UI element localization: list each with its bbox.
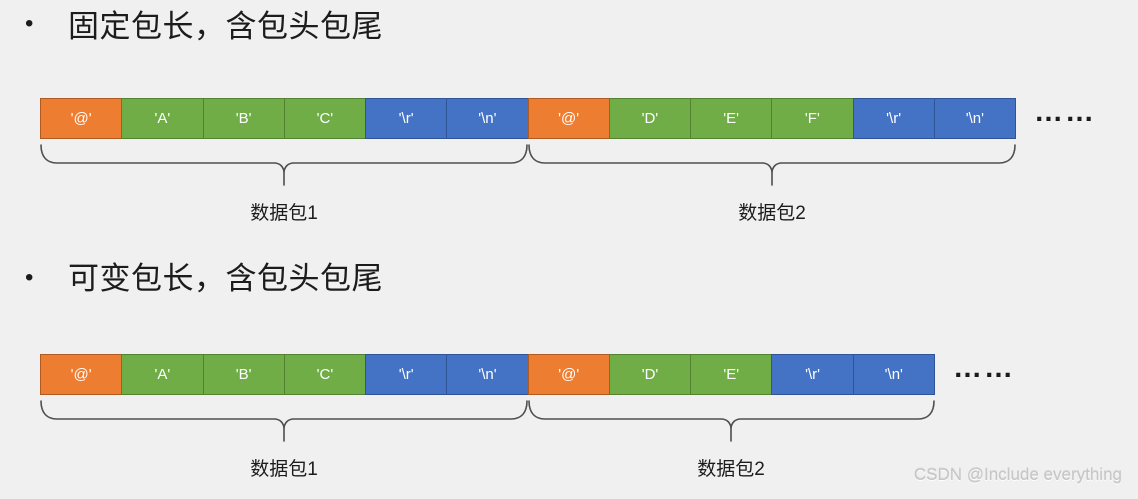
byte-stream-row-variable: '@''A''B''C''\r''\n''@''D''E''\r''\n' bbox=[40, 354, 935, 395]
packet-byte-cell: '@' bbox=[527, 354, 610, 395]
byte-stream-row-fixed: '@''A''B''C''\r''\n''@''D''E''F''\r''\n' bbox=[40, 98, 1016, 139]
packet-byte-cell: 'C' bbox=[283, 98, 366, 139]
packet-byte-cell: '\r' bbox=[365, 98, 448, 139]
packet1-brace bbox=[40, 144, 528, 186]
section-title-fixed: 固定包长，含包头包尾 bbox=[68, 9, 383, 44]
packet-byte-cell: '@' bbox=[527, 98, 610, 139]
continuation-ellipsis: …… bbox=[953, 352, 1015, 384]
packet2-brace bbox=[528, 400, 935, 442]
packet-byte-cell: '\n' bbox=[933, 98, 1016, 139]
packet2-brace bbox=[528, 144, 1016, 186]
packet-byte-cell: '@' bbox=[40, 354, 123, 395]
packet-byte-cell: 'C' bbox=[283, 354, 367, 395]
packet2-label: 数据包2 bbox=[697, 459, 765, 480]
packet1-label: 数据包1 bbox=[250, 459, 318, 480]
packet-byte-cell: 'F' bbox=[771, 98, 854, 139]
packet-byte-cell: 'A' bbox=[121, 98, 204, 139]
packet-byte-cell: '\n' bbox=[852, 354, 935, 395]
packet-byte-cell: 'E' bbox=[690, 98, 773, 139]
bullet-marker: • bbox=[25, 10, 34, 37]
packet-byte-cell: '\n' bbox=[446, 354, 529, 395]
packet1-brace bbox=[40, 400, 528, 442]
packet-byte-cell: 'B' bbox=[202, 354, 285, 395]
packet-byte-cell: '\r' bbox=[852, 98, 935, 139]
packet-byte-cell: 'E' bbox=[690, 354, 773, 395]
packet2-label: 数据包2 bbox=[738, 203, 806, 224]
packet-byte-cell: 'A' bbox=[121, 354, 204, 395]
packet-byte-cell: '\r' bbox=[365, 354, 448, 395]
csdn-watermark: CSDN @Include everything bbox=[913, 465, 1122, 484]
bullet-marker: • bbox=[25, 264, 34, 291]
packet-byte-cell: '@' bbox=[40, 98, 123, 139]
packet-byte-cell: '\n' bbox=[446, 98, 529, 139]
packet-byte-cell: 'D' bbox=[608, 98, 691, 139]
packet-byte-cell: 'D' bbox=[608, 354, 692, 395]
section-title-variable: 可变包长，含包头包尾 bbox=[68, 261, 383, 296]
packet-byte-cell: 'B' bbox=[202, 98, 285, 139]
packet1-label: 数据包1 bbox=[250, 203, 318, 224]
packet-byte-cell: '\r' bbox=[771, 354, 854, 395]
continuation-ellipsis: …… bbox=[1034, 96, 1096, 128]
